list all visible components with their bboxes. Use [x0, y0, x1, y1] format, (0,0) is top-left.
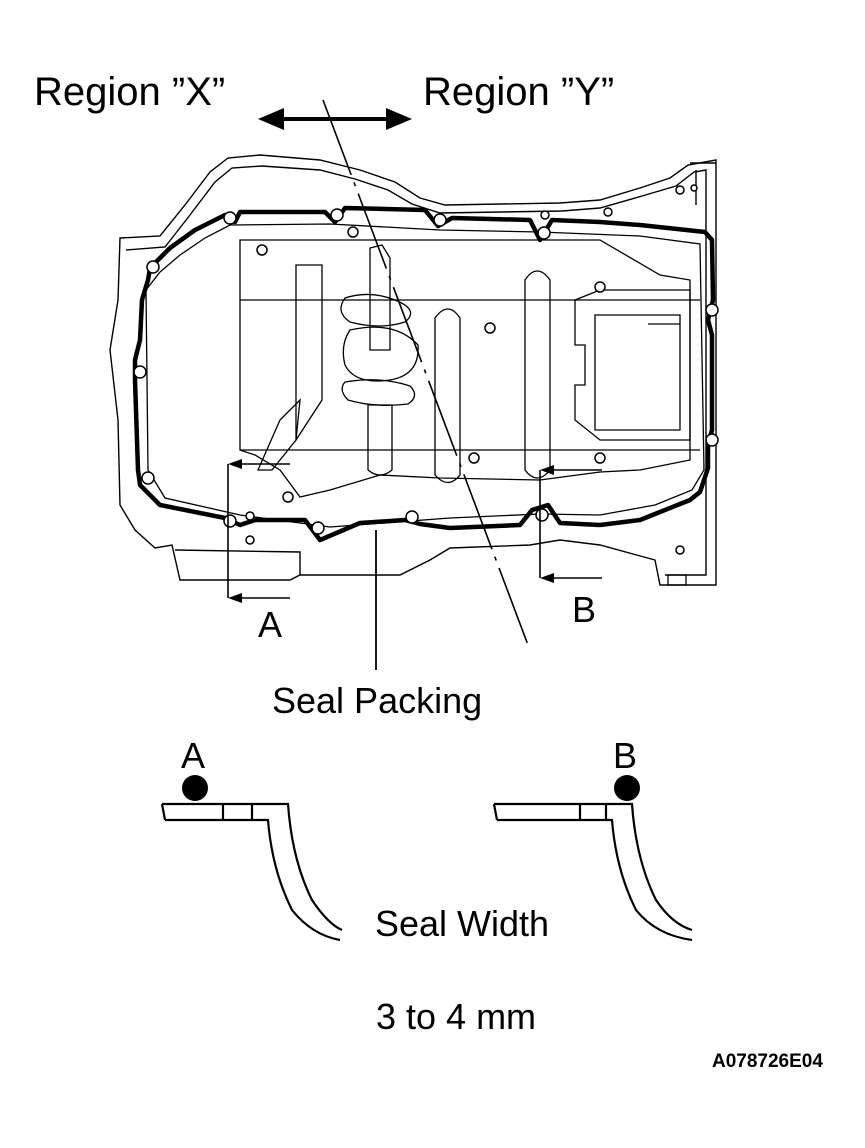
seal-packing-bead: [132, 205, 716, 543]
seal-packing-flange-edge: [145, 223, 705, 528]
region-boundary-line: [322, 99, 529, 646]
region-x-label: Region ”X”: [34, 70, 226, 114]
detail-b-cross-section: [492, 802, 693, 942]
detail-a-label: A: [181, 735, 206, 776]
bolt-holes: [133, 184, 719, 555]
region-double-arrow: [258, 108, 412, 130]
seal-bead-a: [182, 775, 208, 801]
section-b-marker: [539, 465, 602, 583]
region-y-label: Region ”Y”: [423, 70, 615, 114]
detail-b-label: B: [613, 735, 638, 776]
section-a-marker: [227, 459, 290, 603]
section-a-label: A: [258, 604, 283, 645]
detail-a-cross-section: [160, 802, 343, 942]
seal-packing-label: Seal Packing: [272, 680, 483, 721]
section-b-label: B: [572, 589, 597, 630]
seal-width-value: 3 to 4 mm: [376, 996, 537, 1037]
figure-code: A078726E04: [712, 1051, 823, 1072]
seal-width-label: Seal Width: [375, 903, 550, 944]
seal-bead-b: [614, 775, 640, 801]
